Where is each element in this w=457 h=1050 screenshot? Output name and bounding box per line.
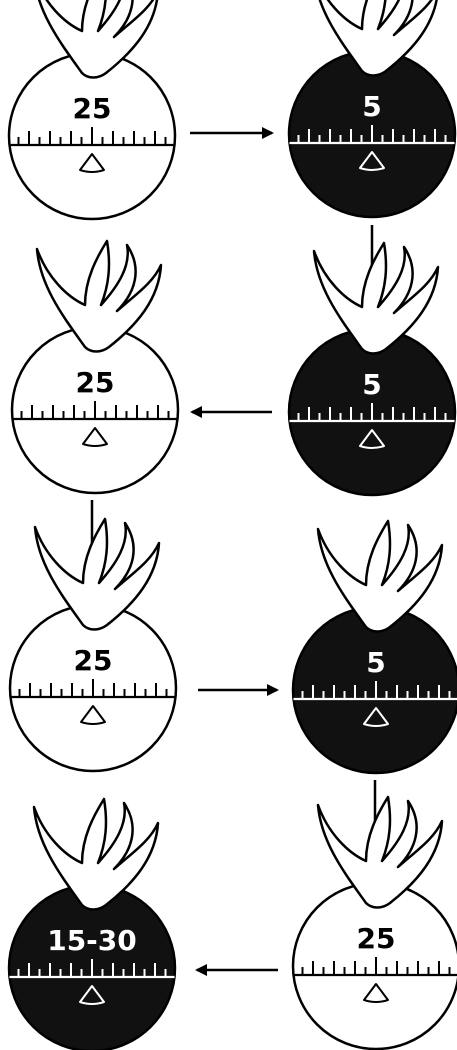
timer-label: 15-30 [47,924,137,957]
tomato-timer: 25 [291,795,457,1050]
timer-label: 25 [357,922,396,955]
tomato-timer: 15-30 [7,797,177,1050]
timer-label: 25 [73,92,112,125]
leaf-icon [312,241,440,355]
tomato-timer: 25 [10,239,180,495]
pointer-icon [363,707,389,727]
leaf-icon [316,519,444,633]
pointer-icon [82,427,108,447]
pointer-icon [79,985,105,1005]
leaf-icon [318,0,438,77]
pointer-icon [80,705,106,725]
tomato-timer: 5 [291,519,457,775]
tomato-timer: 25 [7,0,177,221]
leaf-icon [32,797,160,911]
pointer-icon [359,151,385,171]
tomato-timer: 5 [287,0,457,219]
pointer-icon [363,983,389,1003]
timer-label: 25 [74,644,113,677]
leaf-icon [316,795,444,909]
leaf-icon [35,239,163,353]
timer-label: 5 [362,368,381,401]
timer-label: 5 [366,646,385,679]
pointer-icon [359,429,385,449]
tomato-timer: 5 [287,241,457,497]
leaf-icon [37,0,159,79]
leaf-icon [33,517,161,631]
timer-label: 25 [76,366,115,399]
tomato-timer: 25 [8,517,178,773]
pointer-icon [79,153,105,173]
timer-label: 5 [362,90,381,123]
